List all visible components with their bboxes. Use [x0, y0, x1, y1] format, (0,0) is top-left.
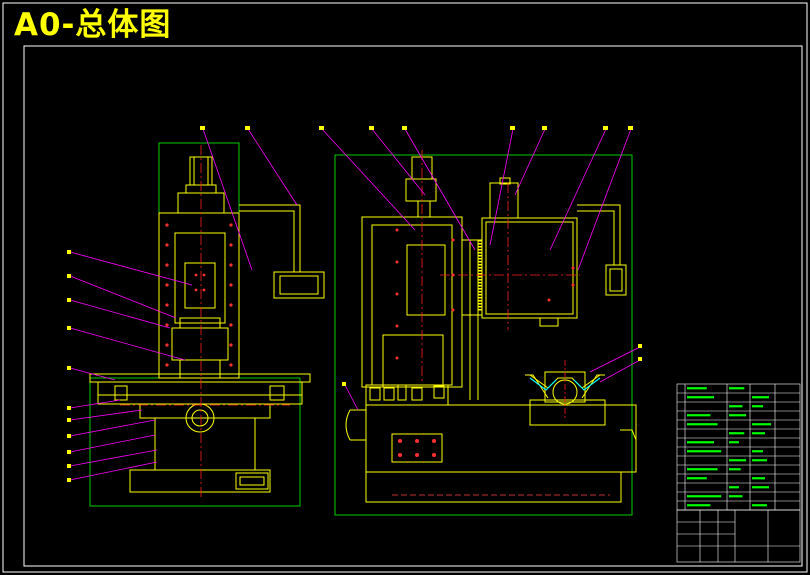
parts-list-cell-mark [687, 495, 722, 498]
parts-list-cell-mark [752, 396, 769, 399]
right-leader-lines [321, 128, 641, 411]
parts-list-cell-mark [687, 387, 707, 390]
title-block [676, 383, 801, 563]
parts-list-cell-mark [752, 423, 771, 426]
parts-list-cell-mark [752, 450, 763, 453]
right-pipe [577, 204, 627, 296]
column-body [158, 212, 240, 379]
left-pipe-and-cabinet [239, 204, 325, 299]
parts-list-cell-mark [729, 432, 745, 435]
parts-list-cell-mark [687, 396, 714, 399]
parts-list-cell-mark [687, 450, 722, 453]
left-leader-lines [69, 128, 298, 481]
column-bolt-holes [165, 223, 233, 367]
parts-list-cell-mark [687, 468, 718, 471]
right-balloon-markers [319, 126, 642, 386]
right-gearbox-dots [547, 266, 575, 302]
parts-list-cell-mark [687, 441, 714, 444]
parts-list-cell-mark [752, 459, 767, 462]
parts-list-cell-mark [752, 477, 765, 480]
right-base [345, 371, 637, 503]
parts-list-marks [687, 387, 771, 507]
right-column-dots [395, 228, 455, 360]
right-gearbox [481, 177, 578, 327]
right-view [319, 126, 642, 516]
parts-list-cell-mark [729, 495, 743, 498]
parts-list-cell-mark [729, 405, 743, 408]
right-control-box [605, 264, 627, 296]
right-spindle [405, 156, 437, 218]
parts-list-cell-mark [729, 387, 745, 390]
parts-list-cell-mark [729, 468, 741, 471]
parts-list-cell-mark [687, 423, 718, 426]
left-control-box [273, 271, 325, 299]
right-envelope [334, 154, 633, 516]
parts-list-cell-mark [687, 477, 707, 480]
parts-list-rows [677, 392, 800, 502]
right-column [361, 216, 483, 400]
worktable [89, 373, 311, 493]
left-view [67, 126, 325, 507]
parts-list-cell-mark [752, 504, 767, 507]
parts-list-cell-mark [752, 405, 763, 408]
parts-list-cell-mark [687, 504, 711, 507]
parts-list-cell-mark [729, 441, 739, 444]
inner-border [23, 45, 803, 567]
parts-list-cell-mark [729, 414, 747, 417]
parts-list-cell-mark [729, 486, 739, 489]
parts-list-cell-mark [752, 486, 769, 489]
drawing-title: A0-总体图 [14, 7, 172, 43]
fixture-highlight [529, 377, 601, 391]
parts-list-cell-mark [729, 459, 747, 462]
right-base-bolts [398, 439, 436, 457]
left-column-envelope [158, 142, 240, 379]
parts-list-cell-mark [687, 414, 711, 417]
parts-list-cell-mark [752, 432, 765, 435]
feed-screw-bearing [185, 403, 215, 433]
left-balloon-markers [67, 126, 250, 482]
